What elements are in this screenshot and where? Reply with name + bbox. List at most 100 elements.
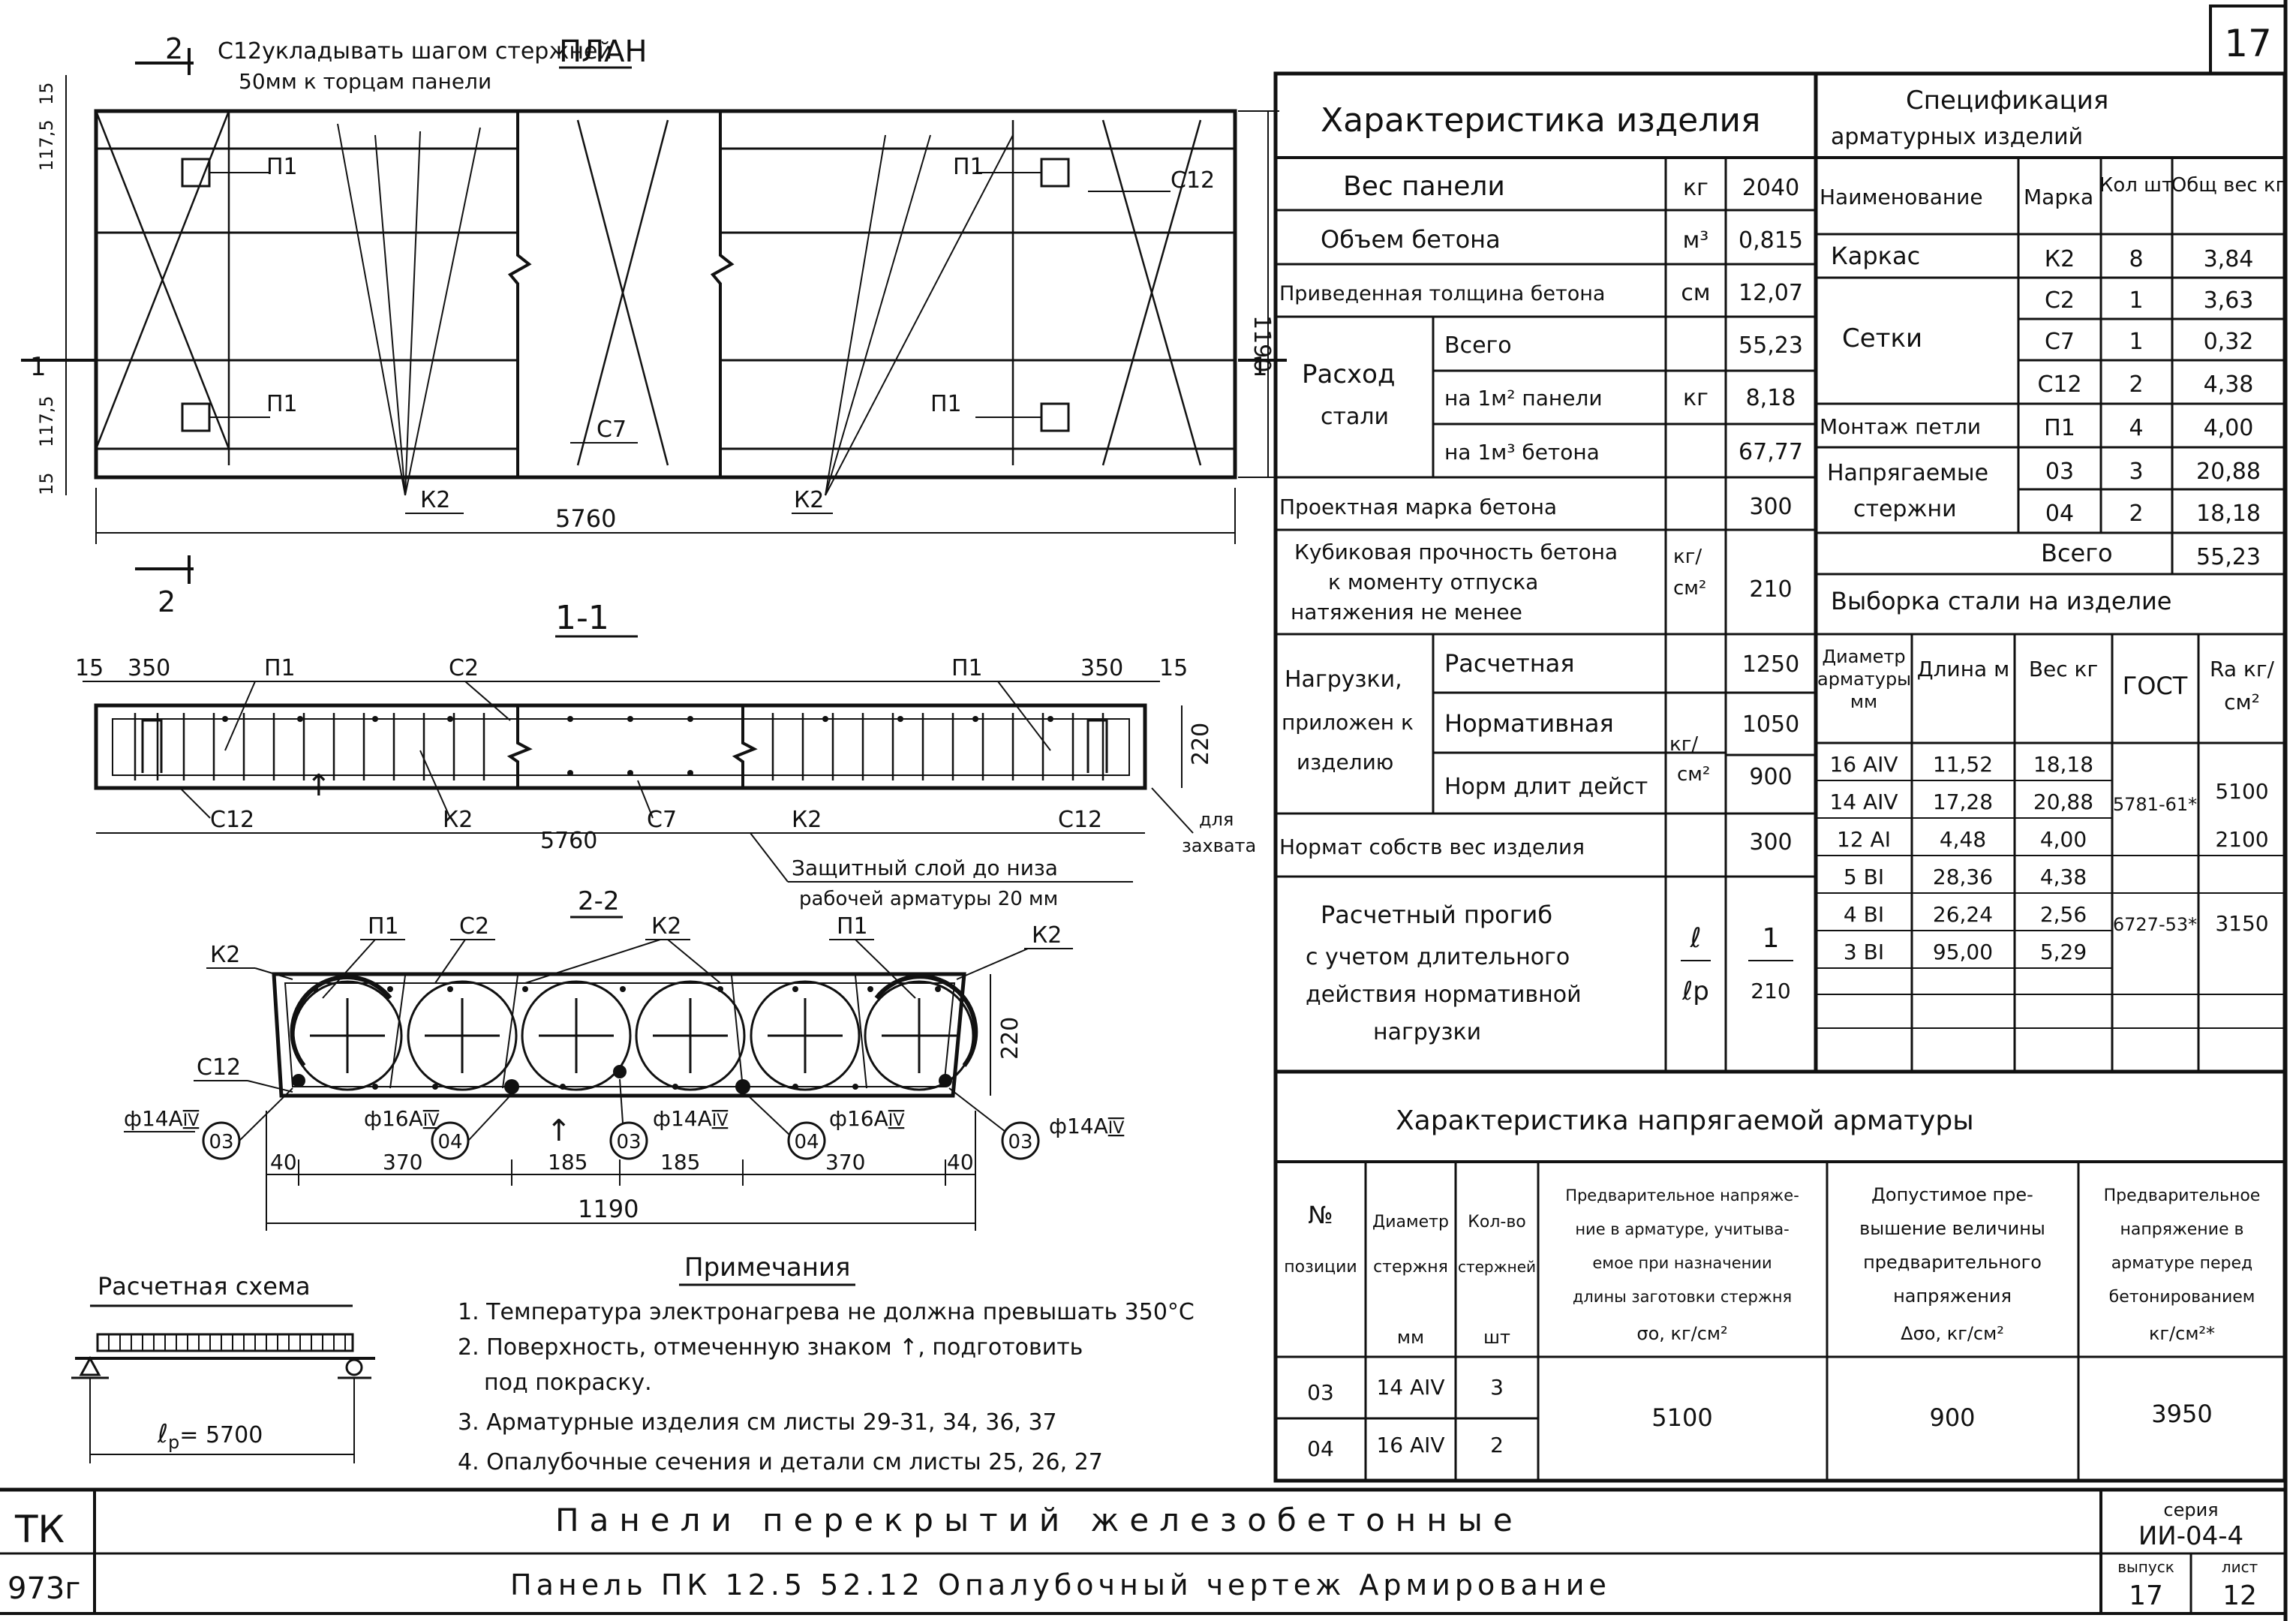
s11-c12-left: С12	[210, 807, 254, 833]
section-1-1-title: 1-1	[555, 599, 609, 637]
s11-p1-right: П1	[951, 655, 983, 681]
char-deflection-2: с учетом длительного	[1306, 944, 1570, 970]
sel-r3-d: 5 ВI	[1844, 865, 1884, 889]
plan-c12-label: С12	[1171, 167, 1215, 194]
char-steel-m2-value: 8,18	[1746, 385, 1796, 411]
scheme-title: Расчетная схема	[98, 1272, 311, 1301]
note-2: 2. Поверхность, отмеченную знаком ↑, под…	[458, 1334, 1083, 1361]
spec-r4-qty: 4	[2129, 415, 2143, 441]
char-strength-value: 210	[1749, 576, 1792, 603]
pre-h-pos-2: позиции	[1284, 1258, 1357, 1277]
spec-h-name: Наименование	[1820, 185, 1983, 209]
char-steel-m2-label: на 1м² панели	[1444, 386, 1603, 411]
char-defl-num: 1	[1763, 923, 1780, 954]
spec-r1-mark: С2	[2045, 287, 2075, 314]
spec-r2-mark: С7	[2045, 329, 2075, 355]
pre-h-s0-4: длины заготовки стержня	[1573, 1288, 1792, 1306]
plan-dim-1175b: 117,5	[36, 395, 57, 447]
plan-dim-width: 1190	[1249, 315, 1275, 372]
sel-r0-len: 11,52	[1933, 752, 1993, 777]
tb-series-label: серия	[2163, 1499, 2218, 1520]
pre-h-spre-1: Предварительное	[2104, 1186, 2261, 1205]
pre-h-s0-3: емое при назначении	[1592, 1254, 1772, 1272]
char-weight-value: 2040	[1742, 175, 1799, 201]
s22-p1-left: П1	[368, 913, 399, 940]
voids	[292, 980, 975, 1091]
spec-r1-weight: 3,63	[2204, 287, 2254, 314]
tb-title-2: Панель ПК 12.5 52.12 Опалубочный чертеж …	[510, 1568, 1611, 1601]
s22-pos03-center: 03	[616, 1131, 641, 1153]
spec-r2-qty: 1	[2129, 329, 2143, 355]
char-deflection-3: действия нормативной	[1306, 982, 1582, 1008]
sel-r4-w: 2,56	[2040, 902, 2087, 927]
tb-issue: 17	[2129, 1580, 2163, 1611]
sel-r1-d: 14 АIV	[1829, 789, 1898, 814]
char-steel-m3-value: 67,77	[1739, 439, 1803, 465]
sel-h-weight: Вес кг	[2028, 657, 2099, 681]
sel-h-ra: Ra кг/см²	[2210, 657, 2274, 714]
sel-r2-d: 12 АI	[1837, 827, 1891, 852]
plan-note-2: 50мм к торцам панели	[239, 69, 491, 94]
s22-d40-left: 40	[270, 1150, 297, 1174]
char-strength-unit-b: см²	[1673, 577, 1706, 600]
sel-ra-3150: 3150	[2215, 911, 2268, 936]
spec-r6-name: стержни	[1853, 496, 1957, 522]
char-volume-label: Объем бетона	[1321, 225, 1501, 254]
spec-r0-mark: К2	[2045, 246, 2075, 272]
pre-h-ds0-1: Допустимое пре-	[1871, 1184, 2033, 1205]
char-loads-2: приложен к	[1282, 710, 1414, 735]
spec-r5-qty: 3	[2129, 459, 2143, 485]
s22-c2: С2	[459, 913, 489, 940]
characteristics-table: Характеристика изделия Вес панели кг 204…	[1273, 71, 2287, 1483]
s11-length: 5760	[540, 828, 597, 854]
tb-sheet-label: лист	[2222, 1558, 2258, 1576]
pre-h-s0-2: ние в арматуре, учитыва-	[1575, 1220, 1789, 1238]
s22-bar16-left: ф16АIV	[364, 1106, 439, 1131]
s22-paint-arrow: ↑	[546, 1114, 572, 1148]
title-block: ТК 973г Панели перекрытий железобетонные…	[0, 1487, 2285, 1615]
spec-h-weight: Общ вес кг	[2171, 174, 2286, 197]
sel-r4-len: 26,24	[1933, 902, 1993, 927]
sel-r1-len: 17,28	[1933, 789, 1993, 814]
sel-ra-2100: 2100	[2215, 827, 2268, 852]
s22-pos03-right: 03	[1008, 1131, 1032, 1153]
pre-r1-pos: 04	[1307, 1436, 1334, 1461]
spec-total-value: 55,23	[2196, 544, 2261, 570]
char-steel-label-2: стали	[1321, 404, 1389, 430]
sel-r0-d: 16 АIV	[1829, 752, 1898, 777]
s22-pos04-left: 04	[437, 1131, 462, 1153]
notes-block: Примечания 1. Температура электронагрева…	[458, 1253, 1195, 1475]
plan-title: ПЛАН	[559, 35, 648, 69]
char-title: Характеристика изделия	[1321, 101, 1760, 140]
s11-d350-right: 350	[1080, 655, 1123, 681]
s22-bar16-right: ф16АIV	[829, 1106, 904, 1131]
char-volume-value: 0,815	[1739, 227, 1803, 254]
char-strength-1: Кубиковая прочность бетона	[1294, 540, 1618, 564]
s22-d40-right: 40	[947, 1150, 974, 1174]
char-deflection-4: нагрузки	[1373, 1019, 1481, 1045]
s11-paint-arrow-1: ↑	[306, 768, 332, 803]
s11-note2: рабочей арматуры 20 мм	[799, 888, 1058, 910]
selection-table: Выборка стали на изделие Диаметр арматур…	[1816, 587, 2285, 1072]
spec-r4-weight: 4,00	[2204, 415, 2254, 441]
char-defl-unit-bot: ℓр	[1681, 976, 1709, 1006]
s11-note1: Защитный слой до низа	[792, 856, 1058, 880]
spec-r1-qty: 1	[2129, 287, 2143, 314]
spec-title-1: Спецификация	[1906, 86, 2108, 116]
char-loads-3: изделию	[1297, 750, 1393, 774]
tb-title-1: Панели перекрытий железобетонные	[555, 1502, 1523, 1538]
spec-h-mark: Марка	[2024, 185, 2093, 209]
char-defl-den: 210	[1751, 979, 1790, 1003]
tb-issue-label: выпуск	[2117, 1558, 2174, 1576]
char-load-unit-b: см²	[1677, 763, 1710, 786]
plan-dim-15a: 15	[36, 82, 57, 105]
pre-h-qty-1: Кол-во	[1468, 1213, 1526, 1232]
sheet-number: 17	[2224, 22, 2272, 65]
note-1: 1. Температура электронагрева не должна …	[458, 1299, 1195, 1325]
tb-series: ИИ-04-4	[2138, 1521, 2243, 1551]
spec-r3-qty: 2	[2129, 371, 2143, 398]
pre-r1-qty: 2	[1490, 1433, 1504, 1457]
char-steel-label-1: Расход	[1302, 359, 1395, 389]
char-weight-unit: кг	[1683, 175, 1708, 201]
plan-note-1: С12укладывать шагом стержней	[218, 38, 612, 65]
